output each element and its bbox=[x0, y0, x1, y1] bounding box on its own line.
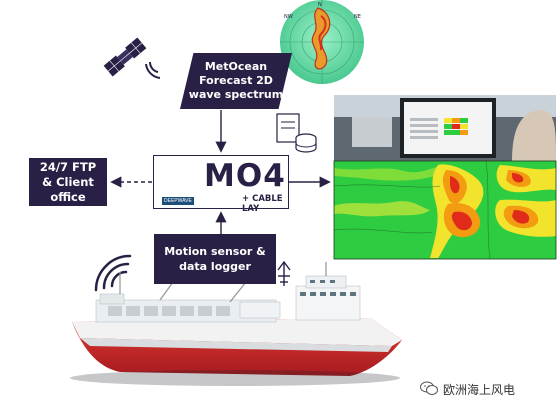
svg-text:NE: NE bbox=[354, 14, 361, 20]
metocean-line-1: MetOcean bbox=[204, 60, 268, 73]
ftp-line-1: 24/7 FTP bbox=[39, 159, 97, 174]
svg-text:N: N bbox=[318, 2, 322, 8]
satellite-icon bbox=[103, 37, 147, 77]
satellite-signal-icon bbox=[145, 61, 161, 79]
metocean-line-3: wave spectrum bbox=[188, 88, 284, 101]
ftp-line-2: & Client bbox=[42, 174, 94, 189]
server-database-icon bbox=[276, 113, 317, 153]
metocean-line-2: Forecast 2D bbox=[199, 74, 273, 87]
antenna-icon bbox=[277, 260, 291, 286]
monitor-photo bbox=[334, 95, 556, 161]
mo4-cable-lay-box: MO4 + CABLE LAY DEEPWAVE bbox=[153, 155, 289, 214]
mo4-company-label: DEEPWAVE bbox=[162, 197, 194, 205]
mo4-logo-text: MO4 bbox=[204, 158, 286, 194]
wifi-signal-icon bbox=[94, 254, 132, 292]
metocean-forecast-box: MetOcean Forecast 2D wave spectrum bbox=[180, 53, 292, 109]
cable-lay-ship bbox=[70, 262, 402, 386]
motion-line-1: Motion sensor & bbox=[164, 245, 266, 258]
ftp-line-3: office bbox=[50, 189, 86, 204]
wave-spectrum-globe: NW NE N bbox=[280, 0, 364, 84]
ftp-client-office-box: 24/7 FTP & Client office bbox=[29, 158, 107, 206]
motion-sensor-box: Motion sensor & data logger bbox=[154, 234, 276, 284]
wechat-icon bbox=[420, 381, 438, 395]
watermark-text: 欧洲海上风电 bbox=[443, 383, 516, 397]
svg-text:NW: NW bbox=[284, 14, 293, 20]
motion-line-2: data logger bbox=[179, 260, 251, 273]
mo4-subtitle: + CABLE LAY bbox=[242, 194, 283, 214]
heatmap-forecast bbox=[333, 160, 557, 260]
